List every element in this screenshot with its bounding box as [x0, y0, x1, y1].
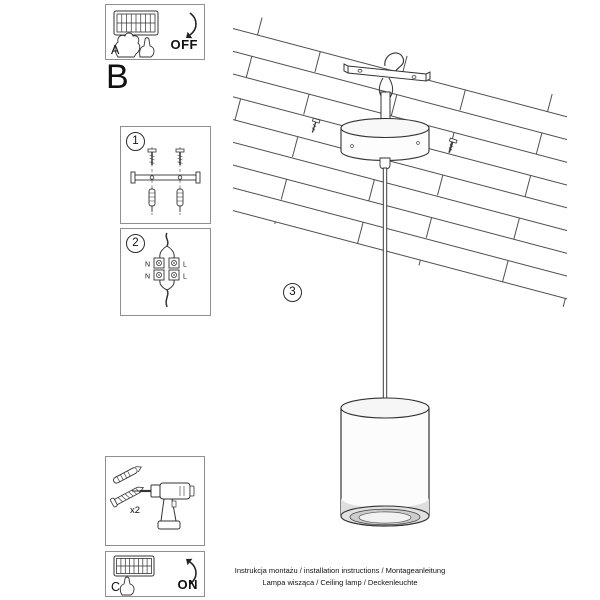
panel-power-on: C ON — [105, 551, 205, 597]
step-1-number: 1 — [126, 132, 145, 151]
drill-icon — [132, 482, 195, 530]
supply-cable — [159, 232, 175, 259]
ceiling-screw-icon — [311, 117, 321, 133]
panel-step1-bracket: 1 — [120, 126, 211, 224]
hand-icon — [119, 576, 135, 596]
installation-illustration — [233, 10, 567, 527]
fuse-box-icon — [113, 10, 159, 36]
fuse-box-on-drawing — [113, 555, 197, 596]
lamp-cable — [159, 279, 175, 308]
screw-icon — [110, 486, 144, 508]
wall-plug-icon — [148, 188, 184, 212]
wiring-diagram: N L N L — [145, 232, 187, 308]
alignment-guides — [151, 147, 181, 215]
panel-power-off: A OFF — [105, 4, 205, 60]
panel-c-label: C — [111, 580, 121, 594]
power-on-label: ON — [177, 577, 198, 592]
bracket-mounting-drawing — [130, 147, 201, 215]
footer-line-1: Instrukcja montażu / installation instru… — [234, 566, 446, 575]
step-3-number: 3 — [283, 283, 302, 302]
fuse-box-off-drawing — [113, 10, 197, 58]
terminal-label-n1: N — [145, 262, 150, 269]
terminal-block-icon — [153, 257, 180, 281]
terminal-label-l2: L — [183, 274, 187, 281]
terminal-label-n2: N — [145, 274, 150, 281]
step-2-number: 2 — [126, 234, 145, 253]
section-b-heading: B — [106, 58, 129, 96]
canopy — [340, 91, 430, 170]
ceiling-screw-icon — [448, 137, 458, 153]
tools-drawing — [110, 466, 195, 530]
suspension-cable — [382, 167, 388, 400]
terminal-label-l1: L — [183, 262, 187, 269]
screw-icon — [147, 148, 185, 165]
panel-step2-wiring: 2 N L N L — [120, 228, 211, 316]
panel-tools: x2 — [105, 456, 205, 546]
mounting-bracket-icon — [130, 171, 201, 184]
footer-line-2: Lampa wisząca / Ceiling lamp / Deckenleu… — [262, 577, 418, 587]
wall-plug-icon — [113, 466, 142, 484]
fuse-box-icon — [113, 555, 155, 577]
cord-grip — [379, 157, 391, 170]
rotate-off-arrow-icon — [186, 12, 197, 39]
power-off-label: OFF — [170, 37, 198, 52]
lamp-shade — [340, 397, 430, 527]
ceiling-bracket — [343, 52, 431, 101]
panel-a-label: A — [111, 43, 120, 57]
footer: Instrukcja montażu / installation instru… — [215, 565, 465, 588]
screw-count-label: x2 — [130, 505, 141, 516]
rotate-on-arrow-icon — [186, 558, 197, 585]
hands-icon — [114, 32, 155, 58]
